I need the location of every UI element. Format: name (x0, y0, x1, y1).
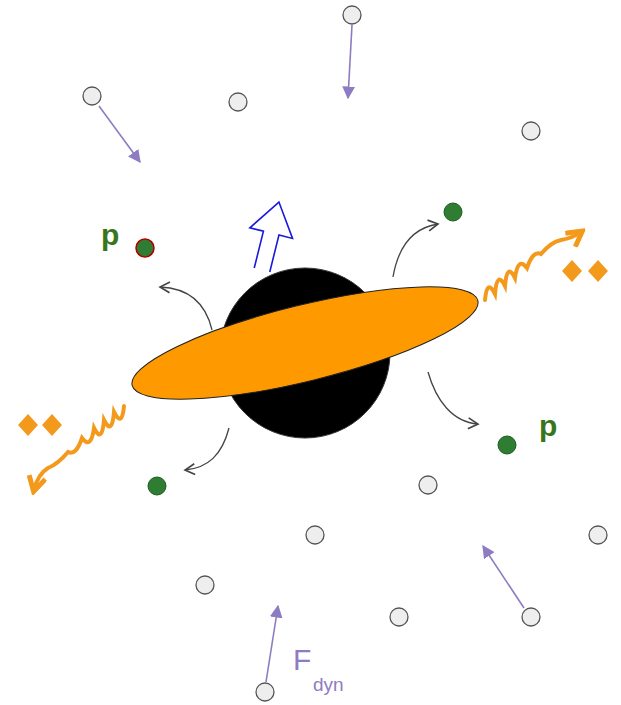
particle-label: p (539, 411, 557, 441)
radiation-arrows (34, 232, 581, 490)
gas-particles (83, 6, 607, 701)
ejected-particles (148, 203, 516, 495)
accretion-disk (123, 264, 487, 423)
inflow-arrows (99, 25, 524, 682)
outflow-arrows (160, 224, 478, 470)
force-subscript: dyn (313, 675, 344, 694)
force-symbol: F (293, 645, 311, 675)
ejected-particle (136, 239, 154, 257)
photon-symbols (18, 260, 608, 436)
velocity-arrow (241, 197, 301, 276)
particle-label: p (101, 220, 119, 250)
